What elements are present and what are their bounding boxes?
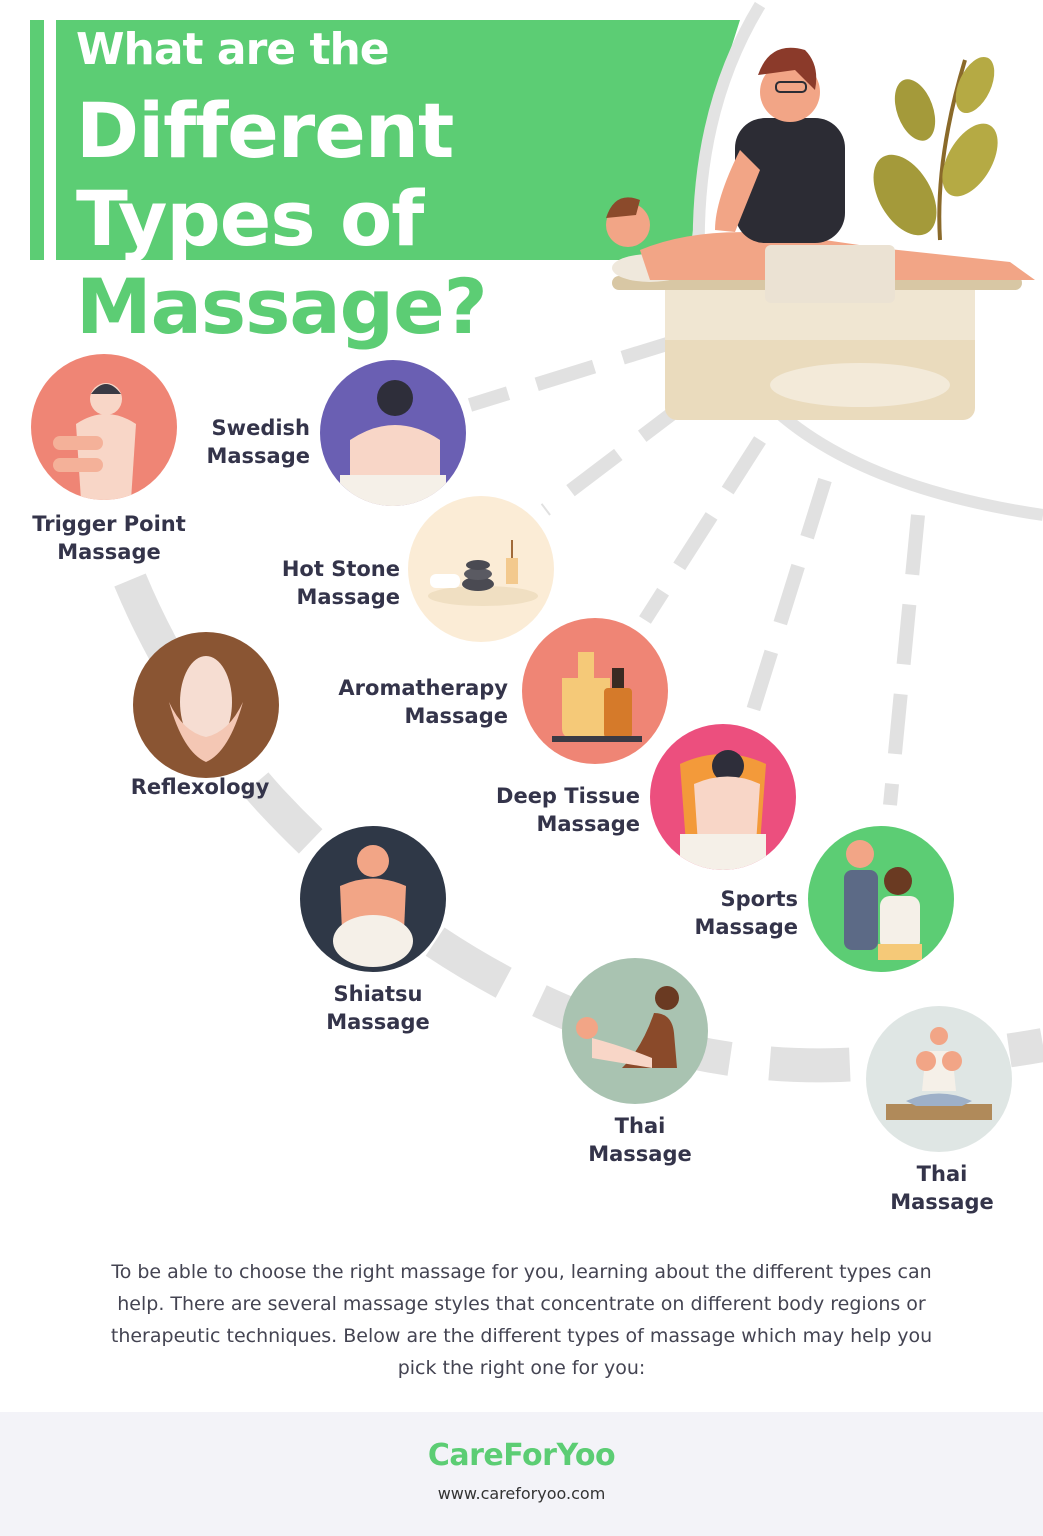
label-line-2: Massage: [588, 1142, 692, 1166]
aromatherapy-illustration: [522, 618, 668, 764]
thai-illustration: [562, 958, 708, 1104]
label-shiatsu: Shiatsu Massage: [298, 980, 458, 1036]
label-line-1: Shiatsu: [333, 982, 423, 1006]
swedish-illustration: [320, 360, 466, 506]
label-line-1: Trigger Point: [32, 512, 186, 536]
deep-tissue-illustration: [650, 724, 796, 870]
label-line-1: Thai: [916, 1162, 968, 1186]
intro-paragraph: To be able to choose the right massage f…: [110, 1261, 933, 1379]
label-line-1: Reflexology: [130, 775, 270, 799]
radial-spokes: [467, 333, 925, 806]
title-band: [56, 20, 740, 260]
label-line-1: Aromatherapy: [338, 676, 508, 700]
label-reflexology: Reflexology: [110, 773, 290, 801]
shiatsu-illustration: [300, 826, 446, 972]
label-line-2: Massage: [326, 1010, 430, 1034]
title-line-4: Massage?: [76, 262, 488, 351]
hot-stone-illustration: [408, 496, 554, 642]
label-line-2: Massage: [890, 1190, 994, 1214]
label-swedish: Swedish Massage: [150, 414, 310, 470]
footer: [0, 1412, 1043, 1536]
website-url: www.careforyoo.com: [437, 1484, 606, 1503]
label-line-1: Deep Tissue: [496, 784, 640, 808]
title-line-3: Types of: [76, 174, 424, 263]
label-line-2: Massage: [694, 915, 798, 939]
thai-meditation-illustration: [866, 1006, 1012, 1152]
label-sports: Sports Massage: [640, 885, 798, 941]
hero-massage-illustration: [606, 47, 1035, 420]
label-line-1: Sports: [720, 887, 798, 911]
label-line-1: Hot Stone: [281, 557, 400, 581]
trigger-point-illustration: [31, 354, 177, 500]
label-line-1: Thai: [614, 1114, 666, 1138]
label-thai-2: Thai Massage: [862, 1160, 1022, 1216]
sports-illustration: [808, 826, 954, 972]
label-line-2: Massage: [57, 540, 161, 564]
label-line-2: Massage: [404, 704, 508, 728]
label-trigger-point: Trigger Point Massage: [24, 510, 194, 566]
label-aromatherapy: Aromatherapy Massage: [300, 674, 508, 730]
label-line-1: Swedish: [211, 416, 310, 440]
title-accent-bar: [30, 20, 44, 260]
brand-logo: CareForYoo: [427, 1438, 616, 1473]
label-deep-tissue: Deep Tissue Massage: [460, 782, 640, 838]
label-line-2: Massage: [296, 585, 400, 609]
label-hot-stone: Hot Stone Massage: [220, 555, 400, 611]
title-line-2: Different: [76, 86, 454, 175]
label-line-2: Massage: [206, 444, 310, 468]
reflexology-illustration: [133, 632, 279, 778]
label-thai: Thai Massage: [560, 1112, 720, 1168]
title-line-1: What are the: [76, 24, 390, 75]
label-line-2: Massage: [536, 812, 640, 836]
